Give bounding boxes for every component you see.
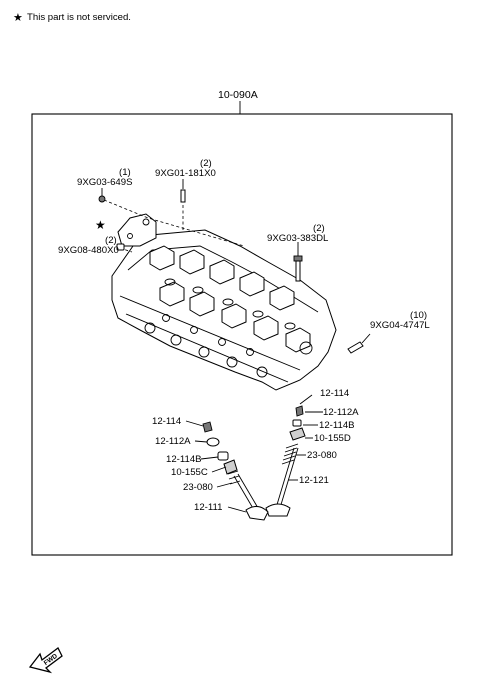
svg-text:10-155D: 10-155D — [314, 433, 351, 444]
valve-assembly-right — [265, 394, 313, 517]
svg-text:(2): (2) — [200, 158, 212, 169]
bolt-9xg03-649s — [98, 195, 106, 203]
head-callout: (10) 9XG04-4747L — [370, 310, 430, 331]
not-serviced-star-marker: ★ — [95, 218, 106, 232]
svg-text:(2): (2) — [313, 223, 325, 234]
svg-text:(1): (1) — [119, 167, 131, 178]
head-callout: (1) 9XG03-649S — [77, 167, 132, 196]
head-callout: (2) 9XG03-383DL — [267, 223, 329, 244]
svg-text:23-080: 23-080 — [183, 482, 213, 493]
svg-text:12-114B: 12-114B — [319, 420, 355, 431]
svg-text:9XG03-649S: 9XG03-649S — [77, 177, 132, 188]
svg-text:9XG03-383DL: 9XG03-383DL — [267, 233, 329, 244]
svg-text:12-114B: 12-114B — [166, 454, 202, 465]
bolt-9xg03-383dl — [293, 242, 303, 282]
svg-text:9XG08-480X0: 9XG08-480X0 — [58, 245, 119, 256]
cam-cap — [149, 245, 311, 353]
valve-assembly-left — [202, 421, 269, 521]
valve-callout-right: 12-114 12-112A 12-114B 10-155D 23-080 12… — [288, 388, 359, 486]
svg-text:(2): (2) — [105, 235, 117, 246]
dowel-9xg08-480x0 — [116, 243, 125, 251]
svg-text:12-114: 12-114 — [152, 416, 182, 427]
svg-text:(10): (10) — [410, 310, 427, 321]
plug-9xg04-4747l — [347, 333, 371, 354]
svg-text:9XG04-4747L: 9XG04-4747L — [370, 320, 430, 331]
stud-9xg01-181x0 — [180, 189, 186, 203]
svg-text:12-111: 12-111 — [194, 502, 222, 513]
head-callout: (2) 9XG08-480X0 — [58, 235, 119, 256]
svg-text:12-112A: 12-112A — [323, 407, 359, 418]
fwd-arrow-icon: FWD — [28, 647, 63, 674]
svg-text:23-080: 23-080 — [307, 450, 337, 461]
cylinder-head-drawing — [111, 213, 337, 391]
assembly-part-number: 10-090A — [218, 89, 258, 101]
not-serviced-star: ★ — [13, 12, 23, 24]
svg-text:9XG01-181X0: 9XG01-181X0 — [155, 168, 216, 179]
svg-text:12-121: 12-121 — [299, 475, 329, 486]
head-callout: (2) 9XG01-181X0 — [155, 158, 216, 189]
valve-callout-left: 12-114 12-112A 12-114B 10-155C 23-080 12… — [152, 416, 247, 513]
not-serviced-note: This part is not serviced. — [27, 12, 131, 23]
assembly-frame — [31, 113, 453, 556]
svg-text:10-155C: 10-155C — [171, 467, 208, 478]
svg-text:12-112A: 12-112A — [155, 436, 191, 447]
svg-text:12-114: 12-114 — [320, 388, 350, 399]
